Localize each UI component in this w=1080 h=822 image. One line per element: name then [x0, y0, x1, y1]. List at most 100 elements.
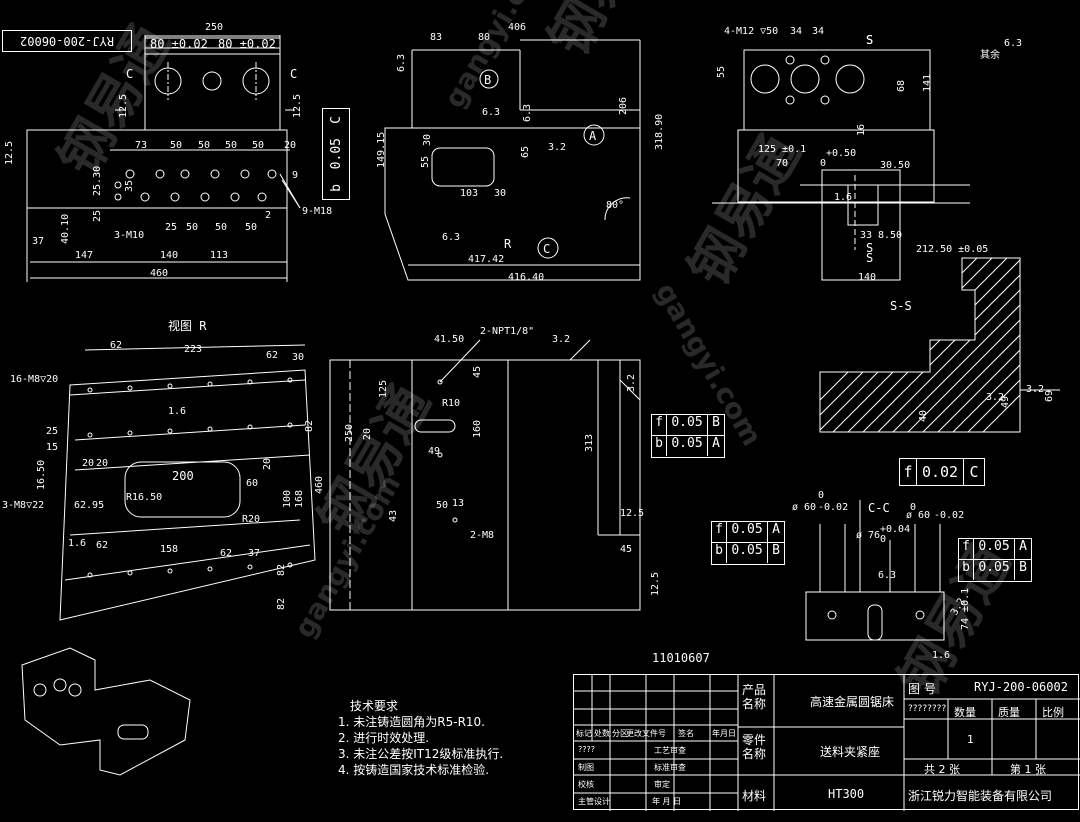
col-header: ???????? [908, 704, 947, 714]
svg-text:250: 250 [344, 424, 355, 442]
svg-text:6.3: 6.3 [442, 232, 460, 243]
svg-text:125 ±0.1: 125 ±0.1 [758, 144, 806, 155]
svg-text:R: R [504, 237, 512, 251]
svg-text:ø 76: ø 76 [856, 530, 880, 541]
svg-text:3.2: 3.2 [548, 142, 566, 153]
svg-text:37: 37 [248, 548, 260, 559]
svg-text:3.2: 3.2 [1026, 384, 1044, 395]
svg-text:3-M8▽22: 3-M8▽22 [2, 500, 44, 511]
tech-notes-title: 技术要求 [350, 699, 399, 713]
svg-text:20: 20 [362, 428, 373, 440]
svg-text:82: 82 [304, 420, 315, 432]
svg-text:其余: 其余 [980, 48, 1000, 61]
section-cc [805, 524, 945, 641]
svg-text:R16.50: R16.50 [126, 492, 162, 503]
svg-text:45: 45 [472, 366, 483, 378]
svg-text:70: 70 [776, 158, 788, 169]
svg-text:40: 40 [918, 410, 929, 422]
callout-label: A [589, 129, 597, 143]
svg-text:gangyi.com: gangyi.com [437, 0, 557, 114]
svg-text:1.6: 1.6 [168, 406, 186, 417]
title-block-grid [574, 675, 1080, 811]
svg-text:140: 140 [858, 272, 876, 283]
svg-text:25: 25 [165, 222, 177, 233]
svg-text:ø 60: ø 60 [906, 510, 930, 521]
col-header: 数量 [954, 706, 976, 719]
svg-text:8.50: 8.50 [878, 230, 902, 241]
svg-text:2-M8: 2-M8 [470, 530, 494, 541]
svg-text:65: 65 [520, 146, 531, 158]
signoff-right: 审定 [654, 780, 670, 789]
svg-text:50: 50 [225, 140, 237, 151]
title-block: 标记 处数 分区 更改文件号 签名 年月日 ???? 制图 校核 主管设计 工艺… [573, 674, 1080, 811]
material-label: 材料 [742, 789, 767, 803]
svg-text:33: 33 [860, 230, 872, 241]
svg-text:60: 60 [246, 478, 258, 489]
svg-text:62: 62 [110, 340, 122, 351]
section-mark: S [866, 33, 873, 47]
tech-notes: 技术要求 1. 未注铸造圆角为R5-R10. 2. 进行时效处理. 3. 未注公… [338, 698, 503, 778]
signoff-label: 主管设计 [578, 797, 610, 806]
svg-text:25.30: 25.30 [92, 166, 103, 196]
svg-text:12.5: 12.5 [292, 94, 303, 118]
svg-text:62.95: 62.95 [74, 500, 104, 511]
middle-view [329, 359, 641, 611]
svg-text:55: 55 [716, 66, 727, 78]
svg-text:147: 147 [75, 250, 93, 261]
svg-text:83: 83 [430, 32, 442, 43]
part-label: 零件名称 [742, 733, 767, 761]
svg-text:416.40: 416.40 [508, 272, 544, 283]
svg-text:35: 35 [124, 180, 135, 192]
svg-text:6.3: 6.3 [878, 570, 896, 581]
svg-text:149.15: 149.15 [376, 132, 387, 168]
svg-text:206: 206 [618, 97, 629, 115]
iso-thumbnail [21, 647, 191, 776]
svg-text:12.5: 12.5 [4, 141, 15, 165]
rev-header: 签名 [678, 729, 694, 738]
dims-top-left: 250 80 ±0.02 80 ±0.02 73 50 50 50 50 20 … [4, 22, 332, 279]
svg-text:168: 168 [294, 490, 305, 508]
svg-text:50: 50 [252, 140, 264, 151]
svg-text:141: 141 [922, 74, 933, 92]
product-label: 产品名称 [742, 683, 767, 711]
svg-text:R20: R20 [242, 514, 260, 525]
section-mark: C [290, 67, 297, 81]
callout-a [583, 124, 605, 146]
col-header: 质量 [998, 706, 1020, 719]
svg-text:3.2: 3.2 [552, 334, 570, 345]
svg-text:103: 103 [460, 188, 478, 199]
svg-text:62: 62 [96, 540, 108, 551]
callout-c [537, 237, 559, 259]
callout-b [479, 69, 499, 89]
svg-text:3.2: 3.2 [626, 374, 637, 392]
svg-text:12.5: 12.5 [118, 94, 129, 118]
bore-hole [202, 71, 222, 91]
svg-text:20: 20 [284, 140, 296, 151]
svg-text:0: 0 [910, 502, 916, 513]
dims-middle: 41.50 2-NPT1/8" 3.2 45 125 R10 160 250 2… [314, 326, 661, 596]
svg-text:417.42: 417.42 [468, 254, 504, 265]
svg-text:406: 406 [508, 22, 526, 33]
tech-note-item: 1. 未注铸造圆角为R5-R10. [338, 715, 485, 729]
drawing-no-label: 图 号 [908, 682, 936, 696]
svg-text:49: 49 [1000, 396, 1011, 408]
svg-text:34: 34 [790, 26, 802, 37]
svg-text:37: 37 [32, 236, 44, 247]
signoff-right: 年 月 日 [652, 797, 682, 806]
svg-text:62: 62 [266, 350, 278, 361]
drawing-no: RYJ-200-06002 [974, 680, 1068, 694]
svg-text:80°: 80° [606, 200, 624, 211]
dims-ss: 40 49 69 3.2 3.2 [918, 384, 1055, 422]
svg-text:2-NPT1/8": 2-NPT1/8" [480, 326, 534, 337]
svg-text:82: 82 [276, 564, 287, 576]
svg-text:113: 113 [210, 250, 228, 261]
svg-text:20: 20 [82, 458, 94, 469]
svg-text:460: 460 [150, 268, 168, 279]
svg-text:80: 80 [478, 32, 490, 43]
svg-text:140: 140 [160, 250, 178, 261]
svg-text:6.3: 6.3 [482, 107, 500, 118]
svg-text:49: 49 [428, 446, 440, 457]
gdt-frame-cc-right: f 0.05 A b 0.05 B [958, 538, 1032, 582]
view-r [59, 344, 316, 621]
svg-text:4-M12 ▽50: 4-M12 ▽50 [724, 26, 778, 37]
